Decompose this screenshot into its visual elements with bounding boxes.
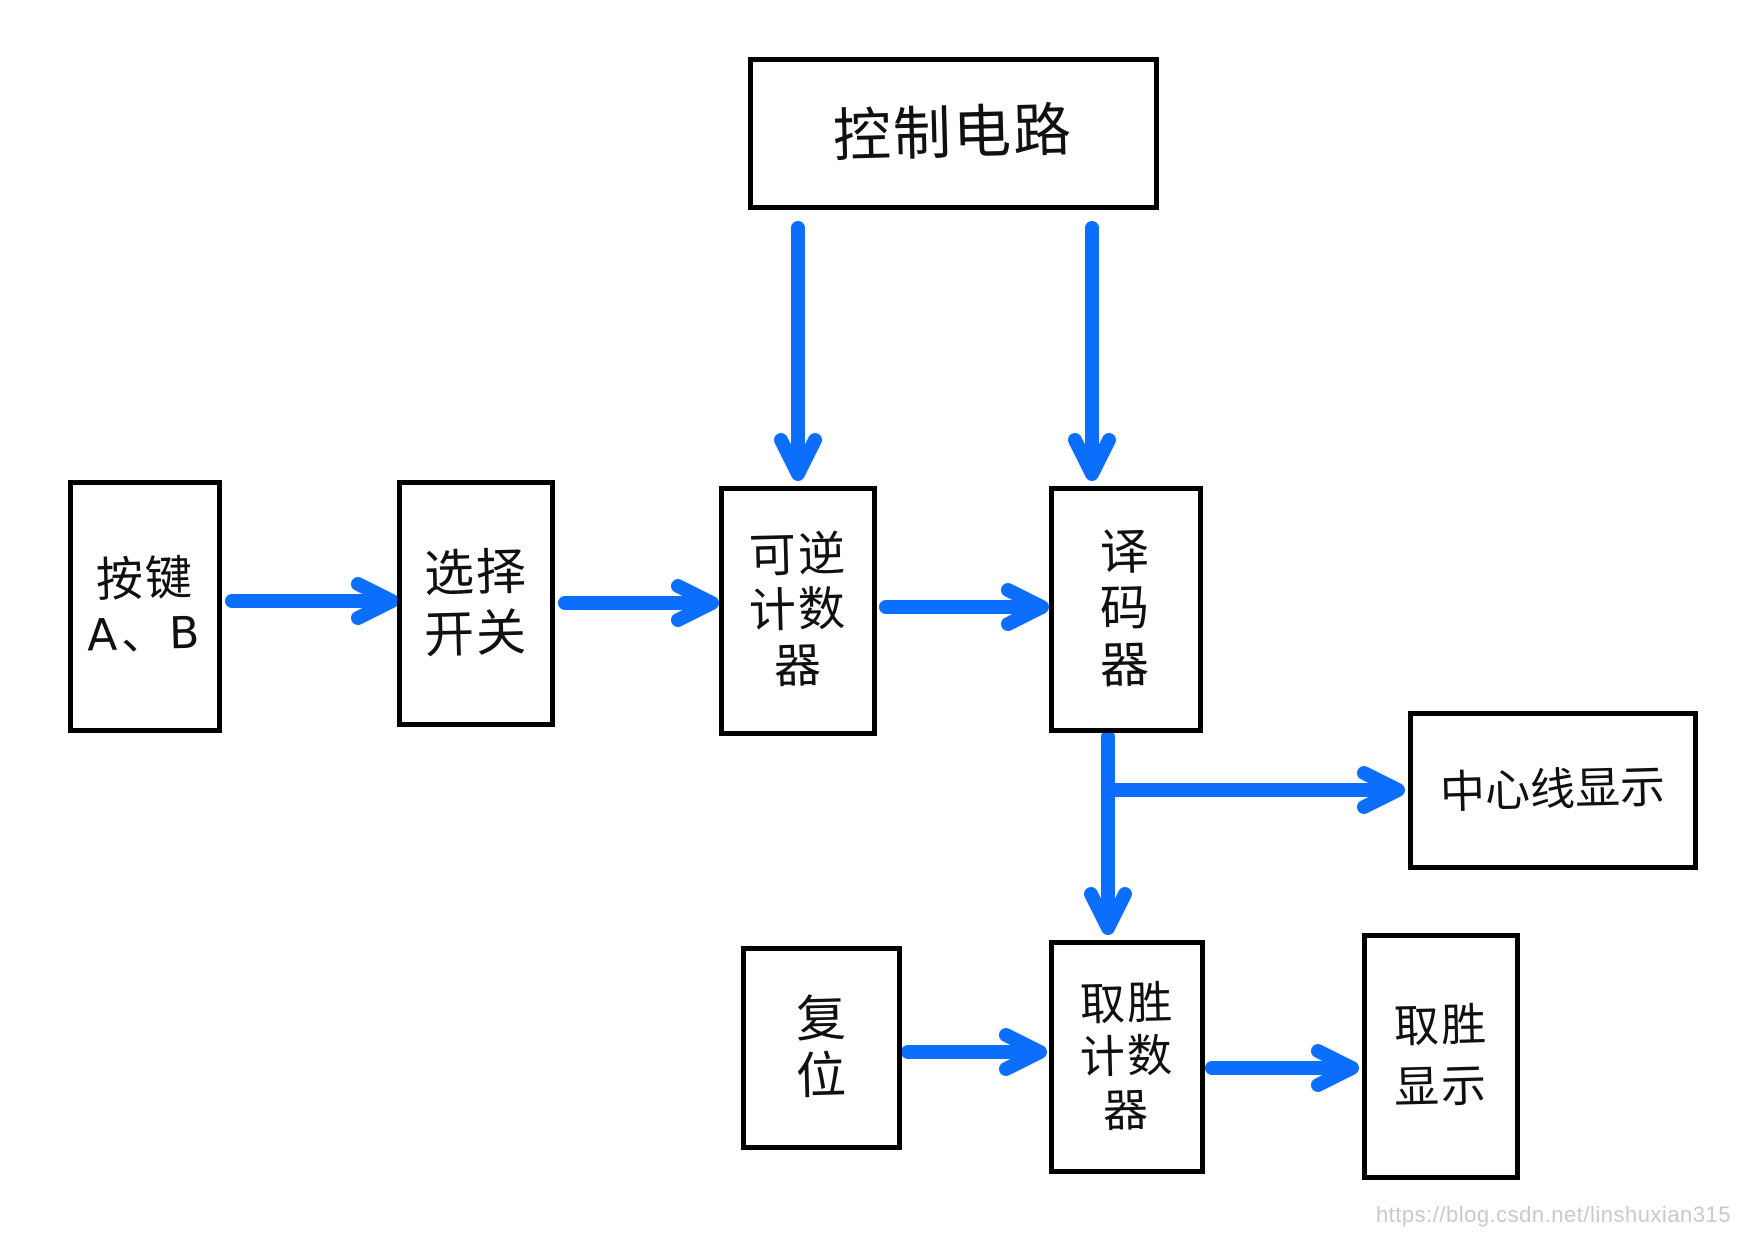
node-label: 译 (1099, 523, 1153, 582)
node-label: 按键 (95, 550, 195, 609)
node-label: 取胜 (1393, 997, 1489, 1053)
node-key-ab: 按键 A、B (68, 480, 222, 733)
node-label: 复 (794, 988, 849, 1049)
node-label: 选择 (423, 542, 529, 603)
watermark-text: https://blog.csdn.net/linshuxian315 (1375, 1202, 1731, 1227)
node-reversible-counter: 可逆 计数 器 (719, 486, 877, 736)
node-label: 器 (1102, 1082, 1152, 1138)
node-label: 码 (1099, 579, 1153, 638)
node-label: 开关 (423, 603, 529, 664)
node-reset: 复 位 (741, 946, 902, 1150)
node-win-counter: 取胜 计数 器 (1049, 940, 1205, 1174)
node-label: 器 (1099, 636, 1153, 695)
node-decoder: 译 码 器 (1049, 486, 1203, 733)
node-label: 可逆 (748, 526, 848, 585)
node-label: 控制电路 (832, 95, 1075, 171)
node-label: 显示 (1393, 1058, 1489, 1114)
node-label: 计数 (748, 581, 848, 640)
node-select-switch: 选择 开关 (397, 480, 555, 727)
node-label: 位 (794, 1046, 849, 1106)
node-label: A、B (86, 607, 204, 662)
node-control-circuit: 控制电路 (748, 57, 1159, 210)
node-centerline-display: 中心线显示 (1408, 711, 1698, 870)
node-label: 计数 (1079, 1029, 1175, 1085)
node-label: 取胜 (1079, 976, 1175, 1032)
node-label: 器 (772, 638, 824, 695)
node-win-display: 取胜 显示 (1362, 933, 1520, 1180)
node-label: 中心线显示 (1439, 760, 1667, 819)
